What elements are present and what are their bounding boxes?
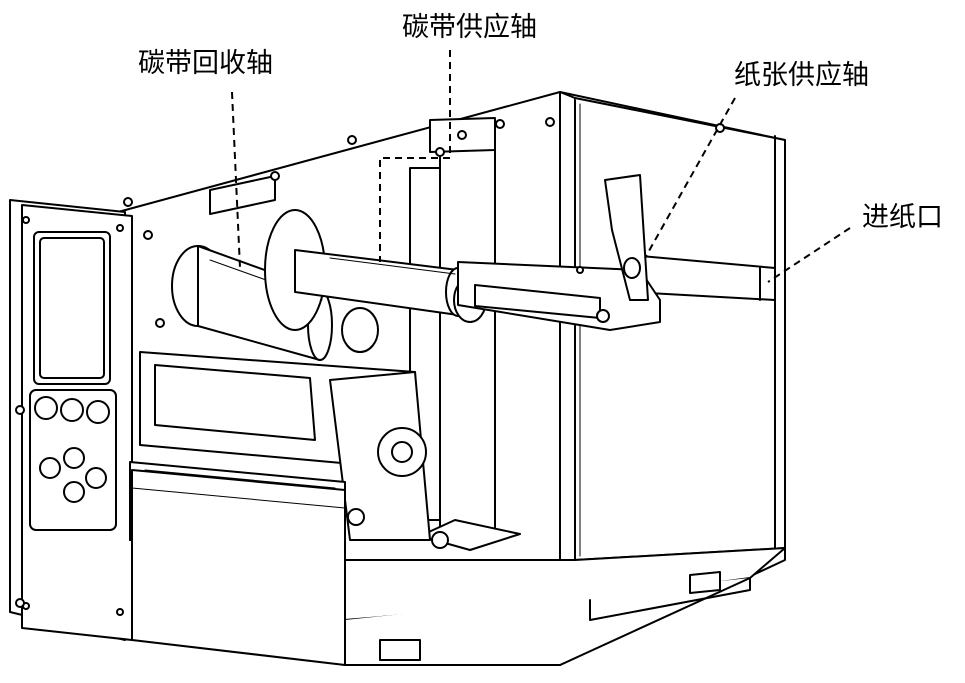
leader-paper-supply [644, 97, 736, 259]
lower-front-cover [131, 469, 346, 666]
panel-button-icon [86, 400, 110, 424]
lcd-screen [39, 237, 105, 379]
leader-ribbon-supply [379, 50, 451, 262]
label-paper-inlet: 进纸口 [862, 202, 943, 233]
ribbon-rewind-spindle [171, 245, 379, 361]
panel-button-icon [39, 457, 61, 479]
label-ribbon-supply-spindle: 碳带供应轴 [402, 12, 537, 43]
panel-button-icon [34, 396, 58, 420]
label-paper-supply-spindle: 纸张供应轴 [734, 60, 869, 91]
label-ribbon-rewind-spindle: 碳带回收轴 [138, 48, 273, 79]
leader-paper-inlet [767, 227, 851, 283]
screws [15, 117, 725, 608]
panel-button-icon [63, 447, 85, 469]
keypad-area [29, 389, 117, 531]
panel-button-icon [85, 467, 107, 489]
panel-button-icon [60, 398, 84, 422]
leader-ribbon-rewind [231, 91, 241, 269]
front-panel [9, 199, 133, 641]
paper-supply-spindle [457, 174, 661, 331]
leader-lines [231, 50, 851, 283]
panel-button-icon [63, 481, 85, 503]
